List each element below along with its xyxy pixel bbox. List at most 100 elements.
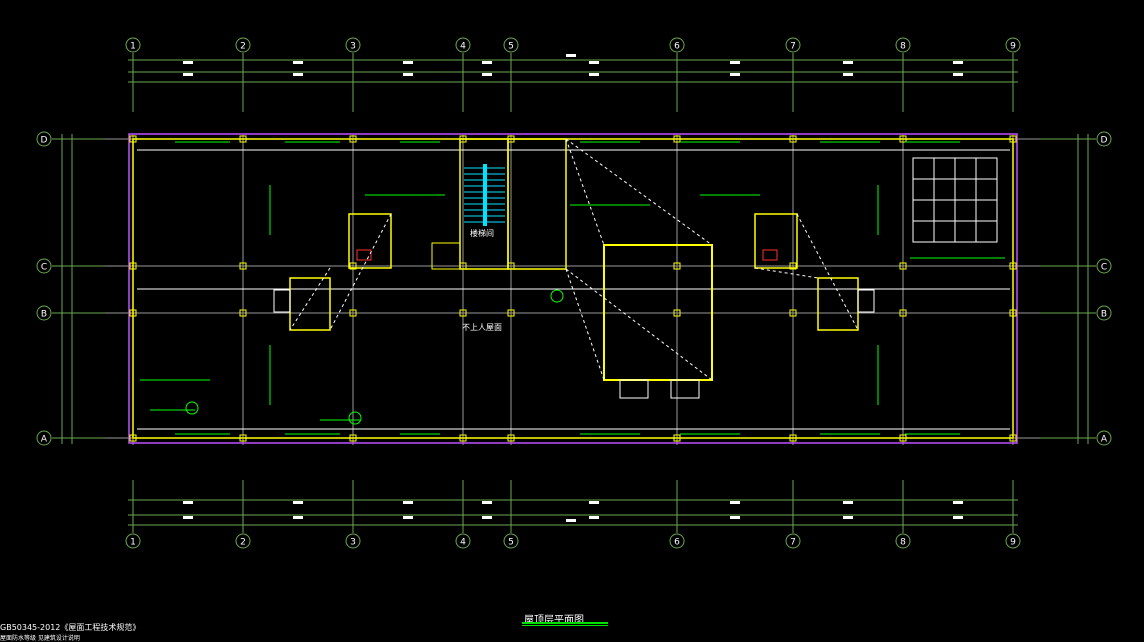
axis-bubble [1096,430,1112,446]
axis-label: A [1101,435,1108,445]
structural-column [899,262,907,270]
wall-outline [132,138,1014,439]
structural-column [239,135,247,143]
skylight-detail [356,249,372,261]
structural-column [239,309,247,317]
roof-hatch [619,379,649,399]
vent-duct [857,289,875,313]
roof-hatch [670,379,700,399]
slope-line [565,268,605,381]
structural-column [1009,135,1017,143]
axis-bubble [36,258,52,274]
axis-bubble [125,533,141,549]
axis-bubble [36,305,52,321]
axis-bubble [455,533,471,549]
stair-handrail [483,164,487,226]
axis-label: 2 [240,538,246,548]
structural-column [129,262,137,270]
dimension-text-mark [843,516,853,519]
dimension-text-mark [183,516,193,519]
structural-column [349,135,357,143]
dimension-text-mark [953,61,963,64]
dimension-text-mark [482,516,492,519]
axis-label: 9 [1010,42,1016,52]
axis-label: 4 [460,538,466,548]
axis-label: 4 [460,42,466,52]
dimension-text-mark [403,61,413,64]
hatch-box [431,242,461,270]
structural-column [507,434,515,442]
axis-label: 2 [240,42,246,52]
dimension-text-mark [403,73,413,76]
axis-label: B [41,310,47,320]
structural-column [899,309,907,317]
structural-column [789,309,797,317]
dimension-text-mark [293,501,303,504]
dimension-text-mark [730,501,740,504]
axis-bubble [345,37,361,53]
vent-duct [273,289,291,313]
axis-bubble [1005,533,1021,549]
note-waterproof: 屋面防水等级 见建筑设计说明 [0,635,80,642]
structural-column [1009,309,1017,317]
axis-label: 8 [900,538,906,548]
axis-label: 7 [790,538,796,548]
title-underline [522,622,608,624]
note-standard: GB50345-2012《屋面工程技术规范》 [0,623,141,632]
skylight-detail [762,249,778,261]
dimension-text-mark [589,516,599,519]
axis-bubble [785,533,801,549]
structural-column [129,309,137,317]
dimension-text-mark [730,73,740,76]
drawing-title: 屋顶层平面图 [524,615,584,626]
dimension-text-mark [482,501,492,504]
dimension-text-mark [953,73,963,76]
axis-bubble [1096,131,1112,147]
slope-line [796,213,859,331]
slope-line [565,268,713,381]
axis-label: 7 [790,42,796,52]
axis-bubble [1005,37,1021,53]
axis-label: 6 [674,42,680,52]
axis-label: 9 [1010,538,1016,548]
axis-label: 5 [508,538,514,548]
axis-label: D [41,136,48,146]
structural-column [789,135,797,143]
title-underline-thin [522,625,608,626]
axis-label: A [41,435,48,445]
axis-bubble [36,131,52,147]
axis-label: 1 [130,42,136,52]
axis-label: 1 [130,538,136,548]
structural-column [239,262,247,270]
structural-column [899,135,907,143]
roof-label: 不上人屋面 [462,323,502,332]
detail-callout [550,289,564,303]
dimension-text-mark [730,61,740,64]
dimension-text-mark [589,61,599,64]
structural-column [789,262,797,270]
axis-bubble [503,37,519,53]
structural-column [349,262,357,270]
elevator-room [507,138,567,270]
axis-label: 3 [350,42,356,52]
dimension-text-mark [293,61,303,64]
axis-bubble [235,37,251,53]
detail-callout [185,401,199,415]
axis-bubble [455,37,471,53]
structural-column [673,262,681,270]
structural-column [349,309,357,317]
axis-bubble [785,37,801,53]
dimension-text-mark [843,73,853,76]
stair-label: 楼梯间 [470,229,494,238]
slope-line [754,267,819,279]
dimension-text-mark [293,516,303,519]
axis-bubble [235,533,251,549]
structural-column [129,434,137,442]
axis-label: 3 [350,538,356,548]
skylight-box [348,213,392,269]
axis-bubble [1096,258,1112,274]
structural-column [673,309,681,317]
structural-column [129,135,137,143]
parapet-outline [128,133,1018,444]
dimension-text-mark [293,73,303,76]
